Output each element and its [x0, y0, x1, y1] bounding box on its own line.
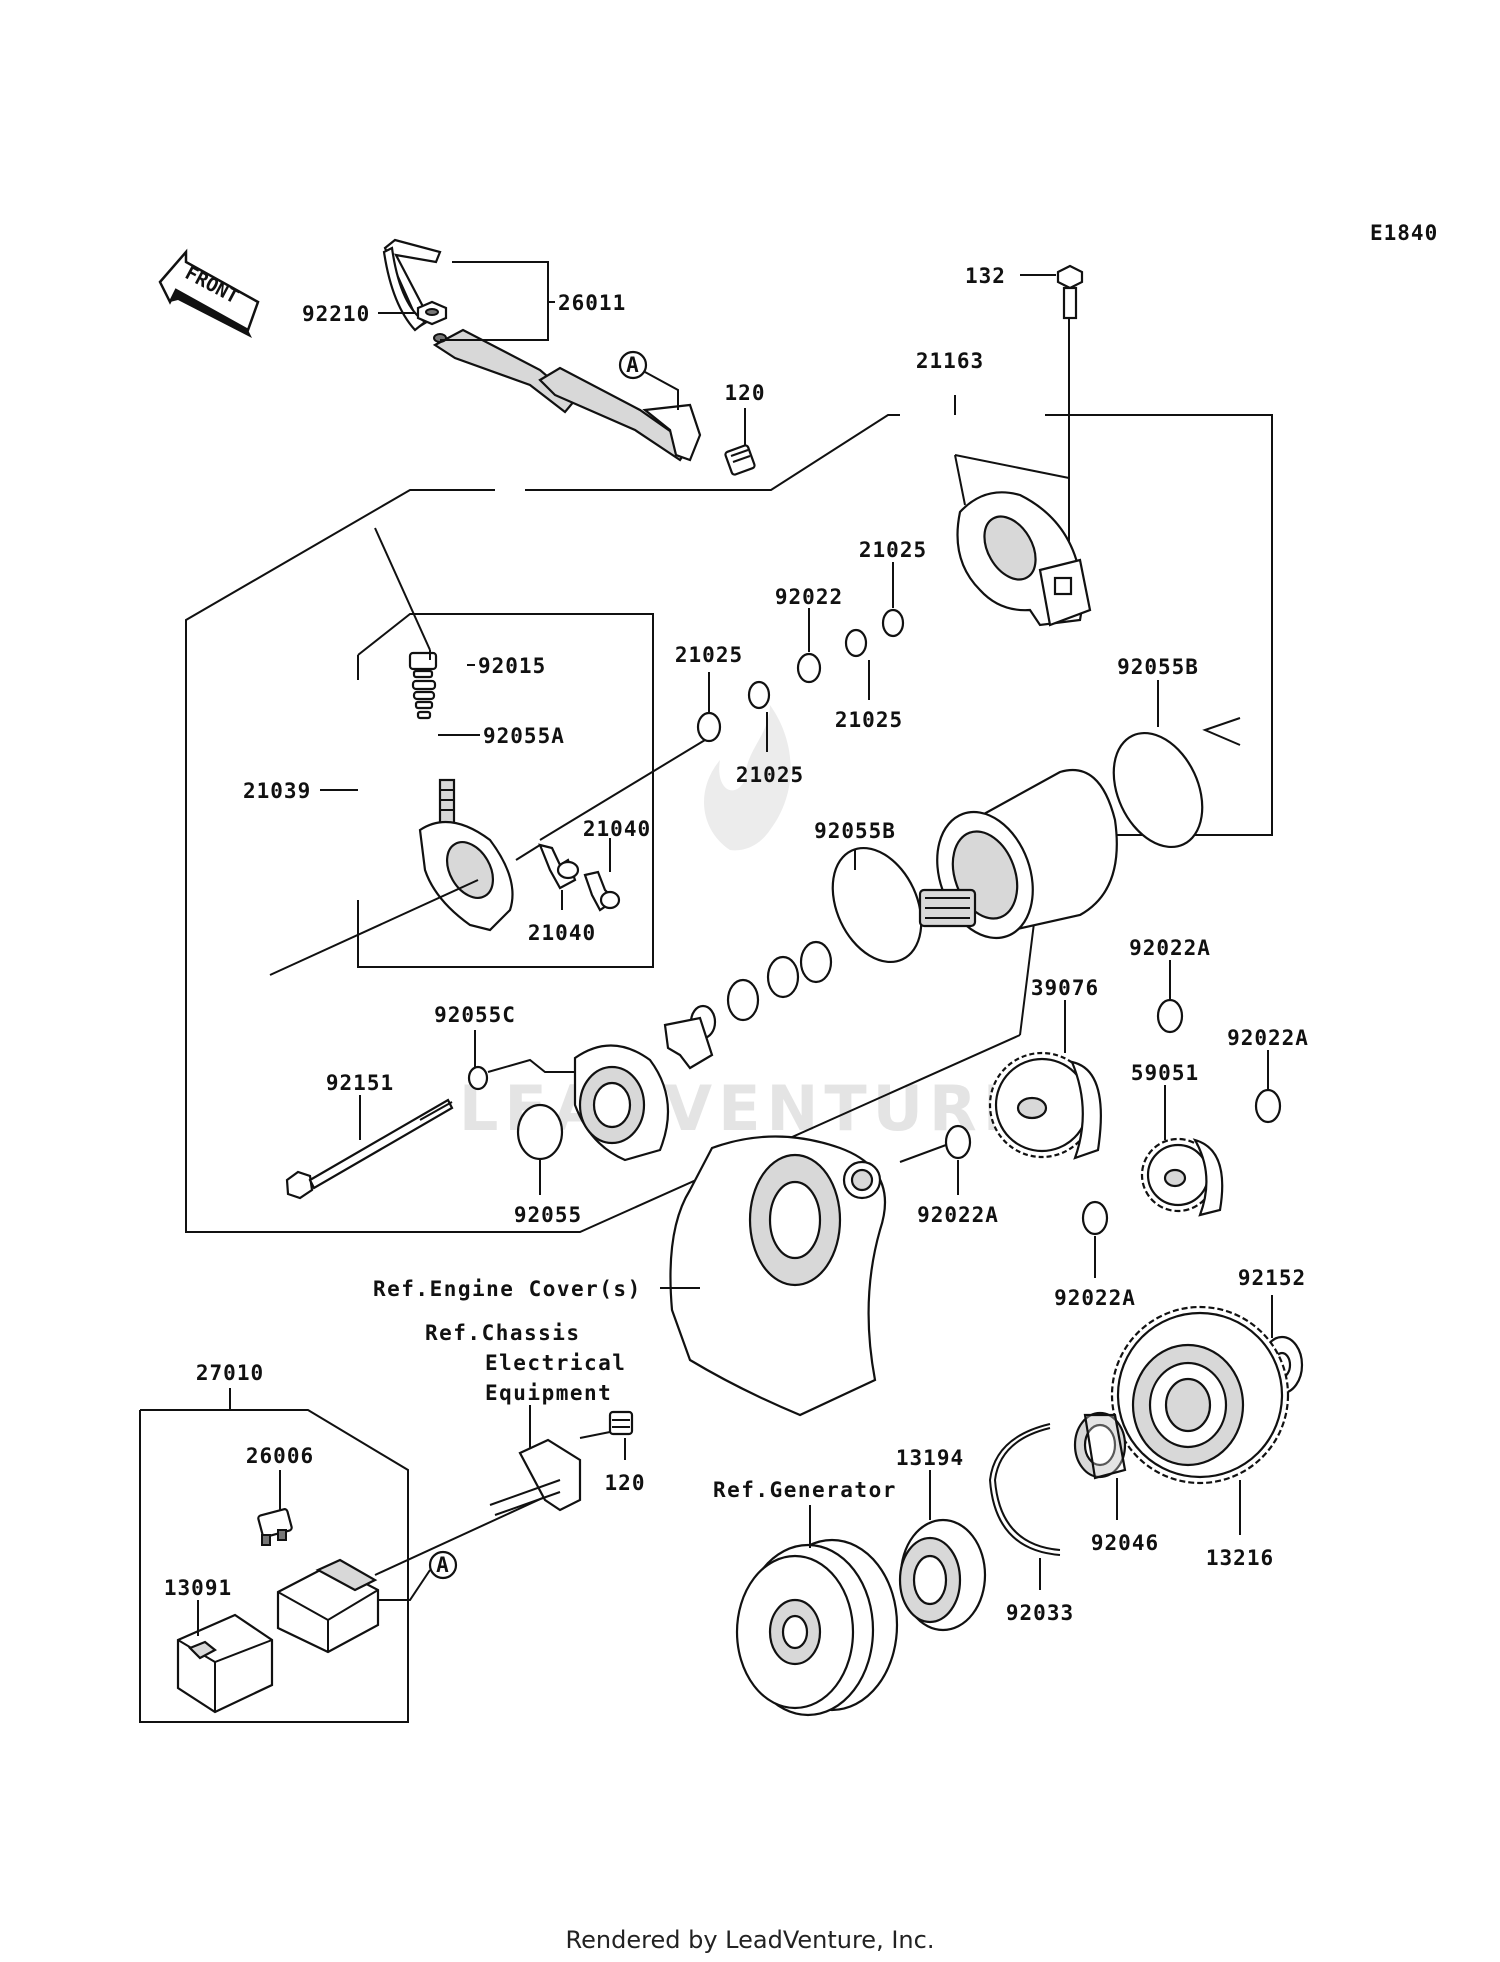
callout-21025-a: 21025	[859, 538, 927, 562]
o-ring-92055	[516, 1103, 564, 1161]
callout-21040-b: 21040	[528, 921, 596, 945]
brush-plate-clip	[663, 1016, 714, 1070]
footer-credit: Rendered by LeadVenture, Inc.	[566, 1926, 935, 1954]
callout-92033: 92033	[1006, 1601, 1074, 1625]
callout-59051: 59051	[1131, 1061, 1199, 1085]
starter-cable	[382, 238, 702, 462]
callout-21163: 21163	[916, 349, 984, 373]
relay-13091	[176, 1613, 274, 1714]
long-bolt-92151	[285, 1098, 454, 1200]
callout-13091: 13091	[164, 1576, 232, 1600]
washer-92022a-c	[944, 1124, 972, 1160]
callout-92022a-a: 92022A	[1129, 936, 1211, 960]
front-arrow: FRONT	[158, 248, 260, 338]
callout-92022a-d: 92022A	[1054, 1286, 1136, 1310]
chassis-bracket	[489, 1438, 582, 1516]
brush-holder-box	[357, 613, 654, 968]
callout-92152: 92152	[1238, 1266, 1306, 1290]
svg-text:A: A	[436, 1553, 450, 1577]
callout-132: 132	[965, 264, 1006, 288]
callout-21025-d: 21025	[736, 763, 804, 787]
generator-rotor-ref	[735, 1538, 899, 1717]
callout-92022: 92022	[775, 585, 843, 609]
callout-92151: 92151	[326, 1071, 394, 1095]
front-cover	[573, 1044, 670, 1162]
bolt-120-bottom	[608, 1410, 634, 1436]
end-cover-21163	[954, 454, 1092, 627]
marker-a-bottom	[428, 1550, 458, 1580]
starter-motor-yoke	[918, 768, 1118, 940]
callout-92055b-a: 92055B	[1117, 655, 1199, 679]
relay-box-outline	[139, 1409, 409, 1723]
callout-27010: 27010	[196, 1361, 264, 1385]
callout-92046: 92046	[1091, 1531, 1159, 1555]
o-ring-92055b-right	[1112, 731, 1204, 849]
washer-92022a-b	[1254, 1088, 1282, 1124]
callout-92210: 92210	[302, 302, 370, 326]
circlip-92033	[993, 1427, 1061, 1551]
svg-text:A: A	[626, 353, 640, 377]
callout-21040-a: 21040	[583, 817, 651, 841]
callout-21025-b: 21025	[835, 708, 903, 732]
gear-59051	[1140, 1137, 1224, 1217]
washers-21025-upper	[696, 608, 905, 743]
callout-26006: 26006	[246, 1444, 314, 1468]
gear-39076	[988, 1051, 1102, 1160]
callout-92022a-c: 92022A	[917, 1203, 999, 1227]
fuse-26006	[257, 1508, 293, 1546]
starter-relay	[276, 1558, 380, 1654]
o-ring-92055c	[467, 1065, 489, 1091]
ref-generator: Ref.Generator	[713, 1478, 897, 1502]
marker-a-top	[618, 350, 648, 380]
needle-bearing-92046	[1073, 1411, 1127, 1480]
callout-92055a: 92055A	[483, 724, 565, 748]
callout-13194: 13194	[896, 1446, 964, 1470]
o-ring-92055b-left	[831, 846, 923, 964]
callout-26011: 26011	[558, 291, 626, 315]
engine-cover-ref	[669, 1135, 887, 1417]
callout-92022a-b: 92022A	[1227, 1026, 1309, 1050]
callout-39076: 39076	[1031, 976, 1099, 1000]
bolt-120-top	[724, 444, 756, 476]
callout-120-bottom: 120	[605, 1471, 646, 1495]
ref-chassis-line2: Electrical	[485, 1351, 626, 1375]
brush-holder-21039	[408, 651, 514, 932]
washers-lower	[689, 940, 833, 1040]
ref-chassis-line3: Equipment	[485, 1381, 612, 1405]
callout-21025-c: 21025	[675, 643, 743, 667]
ref-engine-cover: Ref.Engine Cover(s)	[373, 1277, 642, 1301]
starter-gear-13216	[1110, 1305, 1290, 1485]
ref-chassis-line1: Ref.Chassis	[425, 1321, 581, 1345]
brush-springs-21040	[538, 843, 621, 912]
callout-92015: 92015	[478, 654, 546, 678]
callout-120-top: 120	[725, 381, 766, 405]
washer-92022a-d	[1081, 1200, 1109, 1236]
one-way-clutch-13194	[898, 1518, 987, 1632]
bolt-132	[1056, 264, 1084, 320]
washer-92022a-a	[1156, 998, 1184, 1034]
callout-92055b-b: 92055B	[814, 819, 896, 843]
callout-92055: 92055	[514, 1203, 582, 1227]
diagram-code: E1840	[1370, 221, 1438, 245]
nut-92210	[416, 300, 448, 326]
callout-13216: 13216	[1206, 1546, 1274, 1570]
callout-21039: 21039	[243, 779, 311, 803]
callout-92055c: 92055C	[434, 1003, 516, 1027]
